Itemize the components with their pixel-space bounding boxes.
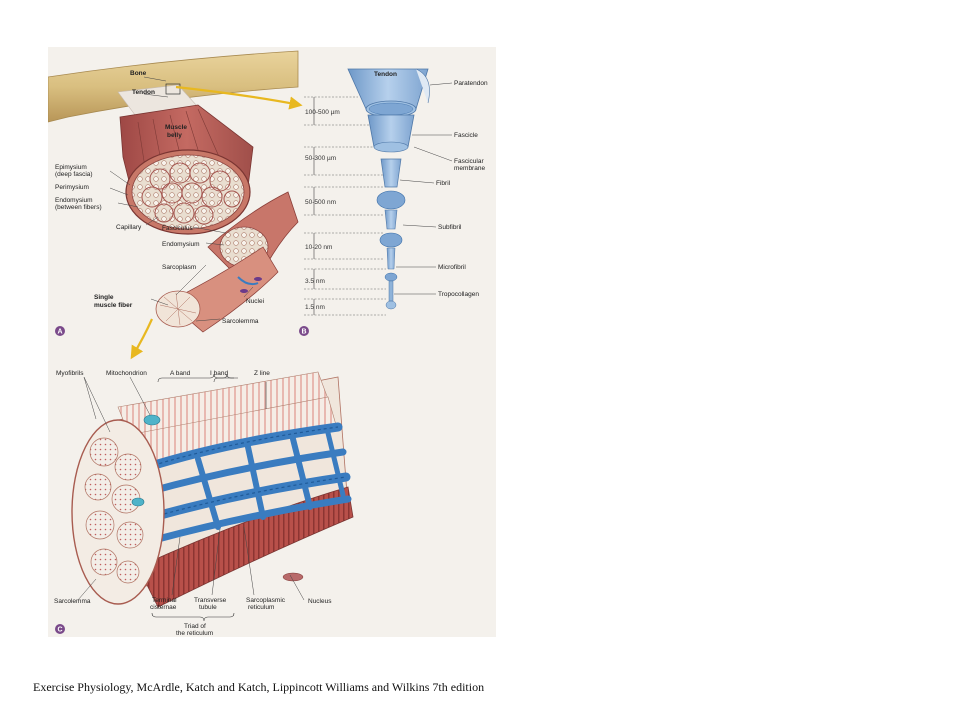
label-muscle-belly-2: belly (167, 132, 182, 139)
label-endomysium-1: Endomysium (55, 197, 93, 204)
badge-a-text: A (58, 329, 63, 336)
label-fascicular-1: Fascicular (454, 158, 484, 165)
triad-bracket (151, 612, 235, 622)
label-nuclei: Nuclei (246, 298, 264, 305)
label-epimysium-1: Epimysium (55, 164, 87, 171)
tendon-zoom-box (165, 83, 181, 95)
measure-1: 100-500 µm (305, 109, 340, 116)
label-paratendon: Paratendon (454, 80, 488, 87)
label-i-band: I band (210, 370, 228, 377)
label-nucleus: Nucleus (308, 598, 332, 605)
label-capillary: Capillary (116, 224, 142, 231)
label-tendon-a: Tendon (132, 89, 155, 96)
measure-4: 10-20 nm (305, 244, 332, 251)
badge-c (55, 624, 65, 634)
label-subfibril: Subfibril (438, 224, 462, 231)
label-transverse-1: Transverse (194, 597, 227, 604)
label-endomysium-a: Endomysium (162, 241, 200, 248)
label-triad-2: the reticulum (176, 630, 213, 637)
subfibril-shape (384, 209, 398, 230)
muscle-structure-figure: Bone Tendon Muscle belly Epimysium (deep… (48, 47, 496, 637)
label-terminal-1: Terminal (152, 597, 177, 604)
label-terminal-2: cisternae (150, 604, 177, 611)
label-epimysium-2: (deep fascia) (55, 171, 93, 178)
measure-5: 3.5 nm (305, 278, 325, 285)
sarcolemma-bottom (137, 486, 354, 608)
figure-illustration: Bone Tendon Muscle belly Epimysium (deep… (48, 50, 488, 637)
label-transverse-2: tubule (199, 604, 217, 611)
label-perimysium: Perimysium (55, 184, 89, 191)
figure-caption: Exercise Physiology, McArdle, Katch and … (33, 680, 485, 694)
measure-6: 1.5 nm (305, 304, 325, 311)
measure-2: 50-300 µm (305, 155, 336, 162)
label-endomysium-2: (between fibers) (55, 204, 102, 211)
label-z-line: Z line (254, 370, 270, 377)
label-fascicle: Fascicle (454, 132, 478, 139)
label-myofibrils: Myofibrils (56, 370, 84, 377)
label-sarcoplasmic-2: reticulum (248, 604, 274, 611)
zoom-arrow-tendon (175, 85, 303, 110)
badge-b (299, 326, 309, 336)
label-fasciculus: Fasciculus (162, 225, 193, 232)
label-mitochondrion: Mitochondrion (106, 370, 147, 377)
tropocollagen-shape (388, 280, 394, 302)
microfibril-shape (386, 247, 396, 270)
label-triad-1: Triad of (184, 623, 206, 630)
label-bone: Bone (130, 70, 147, 77)
label-sarcolemma-c: Sarcolemma (54, 598, 91, 605)
panel-c: Myofibrils Mitochondrion A band I band Z… (54, 370, 354, 637)
label-fascicular-2: membrane (454, 165, 485, 172)
nucleus-shape (282, 572, 304, 582)
label-sarcolemma-a: Sarcolemma (222, 318, 259, 325)
label-single-fiber-1: Single (94, 294, 114, 301)
panel-a: Bone Tendon Muscle belly Epimysium (deep… (48, 50, 299, 336)
label-muscle-belly-1: Muscle (165, 124, 187, 131)
label-single-fiber-2: muscle fiber (94, 302, 133, 309)
label-sarcoplasmic-1: Sarcoplasmic (246, 597, 286, 604)
badge-c-text: C (58, 627, 63, 634)
label-a-band: A band (170, 370, 191, 377)
label-tendon-b: Tendon (374, 71, 397, 78)
zoom-arrow-fiber (130, 318, 154, 360)
label-sarcoplasm: Sarcoplasm (162, 264, 196, 271)
fibril-shape (380, 158, 402, 188)
label-microfibril: Microfibril (438, 264, 466, 271)
panel-b: 100-500 µm 50-300 µm 50-500 nm 10-20 nm … (299, 68, 488, 336)
badge-b-text: B (302, 329, 307, 336)
measure-3: 50-500 nm (305, 199, 336, 206)
badge-a (55, 326, 65, 336)
label-tropocollagen: Tropocollagen (438, 291, 479, 298)
mitochondrion-shape (143, 414, 161, 426)
label-fibril: Fibril (436, 180, 451, 187)
